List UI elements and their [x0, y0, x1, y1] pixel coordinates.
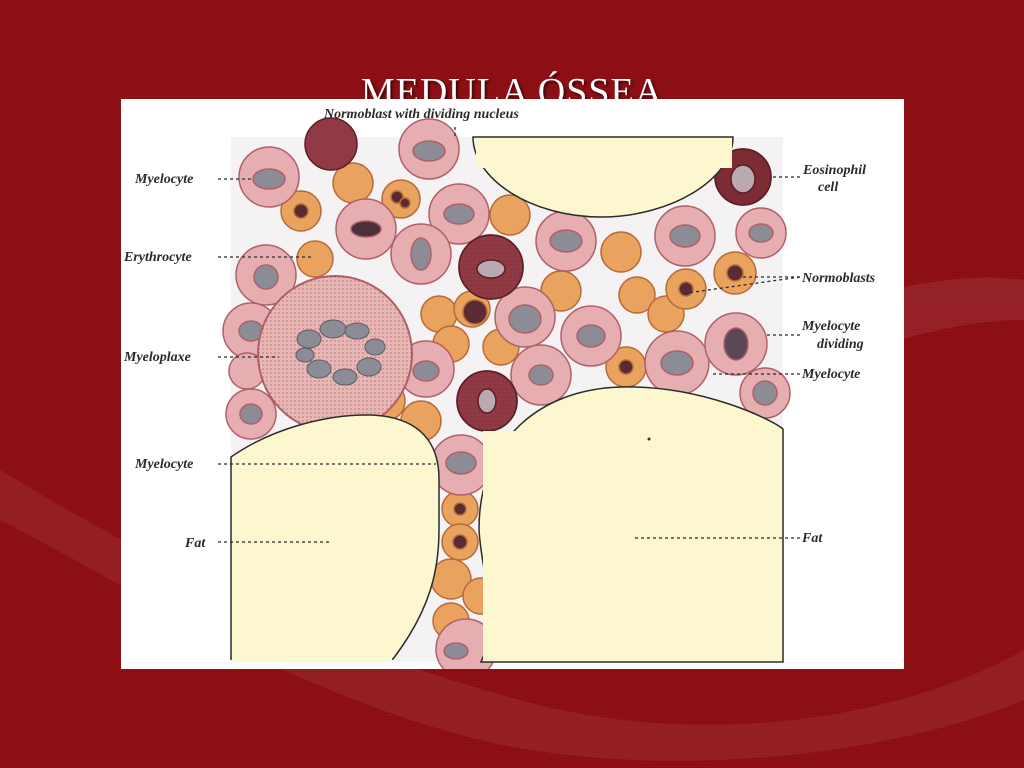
cells	[222, 117, 791, 669]
label-erythrocyte: Erythrocyte	[124, 250, 192, 265]
label-normoblast-dividing: Normoblast with dividing nucleus	[324, 107, 519, 122]
label-myelocyte-dividing-2: dividing	[817, 337, 864, 352]
label-myeloplaxe: Myeloplaxe	[124, 350, 191, 365]
label-fat-right: Fat	[802, 531, 823, 546]
label-eosinophil-cell: cell	[818, 180, 839, 195]
bone-marrow-illustration	[218, 117, 801, 669]
label-myelocyte-dividing: Myelocyte	[802, 319, 861, 334]
myeloplaxe-cell	[257, 275, 413, 433]
bone-marrow-figure: Normoblast with dividing nucleus Myelocy…	[121, 99, 904, 669]
label-normoblasts: Normoblasts	[802, 271, 876, 286]
label-fat-left: Fat	[185, 536, 206, 551]
label-myelocyte-left: Myelocyte	[135, 457, 194, 472]
leader-lines	[218, 127, 801, 543]
label-myelocyte-top: Myelocyte	[135, 172, 194, 187]
label-eosinophil: Eosinophil	[803, 163, 867, 178]
label-myelocyte-right: Myelocyte	[802, 367, 861, 382]
